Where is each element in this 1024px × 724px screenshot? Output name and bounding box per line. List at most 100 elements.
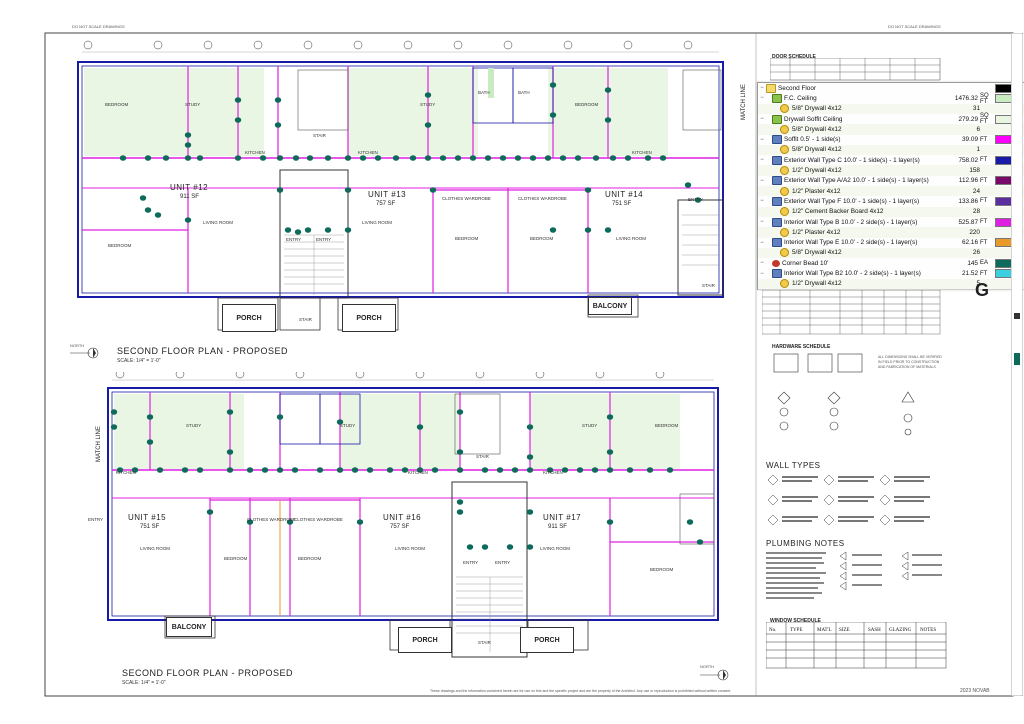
corner-bead-marker [456,509,464,515]
corner-bead-marker [684,182,692,188]
grid-bubble [655,372,665,379]
grid-bubble [415,372,425,379]
linear-icon [772,196,782,206]
takeoff-name: Exterior Wall Type C 10.0' - 1 side(s) -… [784,156,920,164]
corner-bead-marker [392,155,400,161]
expand-toggle-icon[interactable]: − [760,239,764,246]
takeoff-quantity: 220 [969,228,980,236]
footer-logo: 2023 NOVAB [960,688,990,694]
corner-bead-marker [110,424,118,430]
corner-bead-marker [246,467,254,473]
corner-bead-marker [336,419,344,425]
plan-scale-bottom: SCALE: 1/4" = 1'-0" [122,680,166,686]
floor-plan-bottom[interactable] [90,372,750,672]
corner-bead-marker [276,414,284,420]
corner-bead-marker [526,467,534,473]
porch-label: PORCH [222,304,276,332]
corner-bead-marker [206,509,214,515]
takeoff-name: Corner Bead 10' [782,259,829,267]
room-clothes-wardrobe: CLOTHES WARDROBE [518,196,567,201]
takeoff-name: 1/2" Cement Backer Board 4x12 [792,208,884,216]
corner-bead-marker [324,227,332,233]
corner-bead-marker [576,467,584,473]
door-schedule-rows [762,290,941,335]
window-col-header: NOTES [920,628,936,633]
corner-bead-marker [294,229,302,235]
corner-bead-marker [424,122,432,128]
corner-bead-marker [110,409,118,415]
takeoff-quantity: 5 [976,280,980,288]
takeoff-quantity: 758.02 [958,156,978,164]
corner-bead-marker [144,207,152,213]
room-stair: STAIR [478,640,491,645]
grid-bubble [203,40,213,50]
corner-bead-marker [184,217,192,223]
corner-bead-marker [604,87,612,93]
corner-bead-marker [499,155,507,161]
takeoff-name: Interior Wall Type E 10.0' - 2 side(s) -… [784,239,918,247]
corner-bead-marker [626,467,634,473]
expand-toggle-icon[interactable]: − [760,136,764,143]
room-living: LIVING ROOM [616,236,647,241]
expand-toggle-icon[interactable]: − [760,116,764,123]
room-kitchen: KITCHEN [116,470,136,475]
takeoff-quantity: 145 [967,259,978,267]
window-col-header: SIZE [839,628,850,633]
grid-bubble [115,372,125,379]
takeoff-name: 1/2" Plaster 4x12 [792,228,841,236]
coin-icon [780,279,789,289]
corner-bead-marker [304,227,312,233]
room-kitchen: KITCHEN [543,470,563,475]
wall-types-title: WALL TYPES [766,461,821,470]
corner-bead-marker [484,155,492,161]
corner-bead-marker [344,227,352,233]
expand-toggle-icon[interactable]: − [760,260,764,267]
room-study: STUDY [340,423,356,428]
grid-bubble [475,372,485,379]
takeoff-name: Drywall Soffit Ceiling [784,115,843,123]
corner-bead-marker [559,155,567,161]
takeoff-quantity: 1 [976,146,980,154]
room-bath: BATH [478,90,490,95]
window-col-header: MAT'L [817,628,832,633]
hardware-schedule-title: HARDWARE SCHEDULE [772,344,831,350]
corner-bead-marker [526,544,534,550]
corner-bead-marker [546,467,554,473]
expand-toggle-icon[interactable]: − [760,219,764,226]
floor-plan-top[interactable] [48,40,748,380]
room-living: LIVING ROOM [140,546,171,551]
corner-bead-marker [561,467,569,473]
corner-bead-marker [549,112,557,118]
expand-toggle-icon[interactable]: − [760,198,764,205]
plan-scale-top: SCALE: 1/4" = 1'-0" [117,358,161,364]
expand-toggle-icon[interactable]: − [760,177,764,184]
unit-17-sf: 911 SF [548,524,567,530]
takeoff-quantity: 28 [972,208,980,216]
takeoff-unit: FT [980,136,988,143]
wall-types-legend [767,474,930,526]
takeoff-name: Exterior Wall Type A/A2 10.0' - 1 side(s… [784,177,929,185]
room-living: LIVING ROOM [395,546,426,551]
grid-bubble [453,40,463,50]
corner-bead-marker [549,227,557,233]
corner-bead-marker [592,155,600,161]
match-line-top: MATCH LINE [741,84,747,120]
window-col-header: TYPE [790,628,803,633]
corner-bead-marker [644,155,652,161]
expand-toggle-icon[interactable]: − [760,85,764,92]
expand-toggle-icon[interactable]: − [760,95,764,102]
takeoff-quantity: 21.52 [962,270,978,278]
expand-toggle-icon[interactable]: − [760,270,764,277]
room-stair: STAIR [299,317,312,322]
area-icon [772,93,782,103]
expand-toggle-icon[interactable]: − [760,157,764,164]
corner-bead-marker [526,454,534,460]
unit-13-name: UNIT #13 [368,190,407,199]
window-col-header: GLAZING [889,628,912,633]
corner-bead-marker [696,539,704,545]
